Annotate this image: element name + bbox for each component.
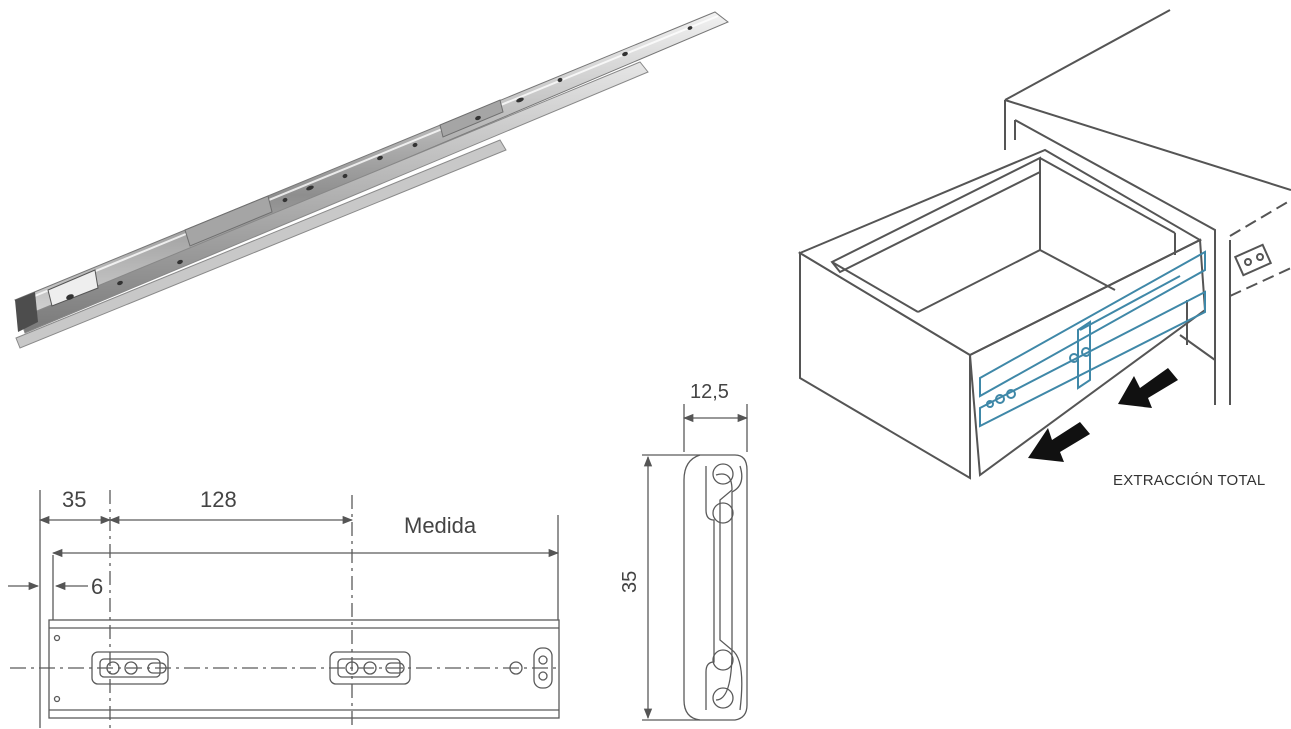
pull-out-arrows (1028, 368, 1178, 462)
dim-128-label: 128 (200, 487, 237, 512)
dim-35-height-label: 35 (619, 571, 641, 593)
arrow-left-icon (1028, 422, 1090, 462)
drawer-illustration (797, 9, 1291, 480)
dim-35-label: 35 (62, 487, 86, 512)
mounting-slots-left (91, 651, 169, 685)
section-dimension-labels: 12,5 35 (619, 381, 729, 593)
front-dimension-labels: 35 128 Medida 6 (62, 487, 477, 599)
dim-medida-label: Medida (404, 513, 477, 538)
front-elevation-drawing (8, 490, 560, 728)
drawer-slide-rails (979, 250, 1206, 428)
dim-12-5-label: 12,5 (690, 381, 729, 403)
arrow-right-icon (1118, 368, 1178, 408)
mounting-slots-middle (329, 651, 411, 685)
cross-section-drawing (642, 404, 749, 721)
extraction-caption: EXTRACCIÓN TOTAL (1113, 472, 1266, 489)
slide-photo (14, 11, 729, 349)
dim-6-label: 6 (91, 574, 103, 599)
